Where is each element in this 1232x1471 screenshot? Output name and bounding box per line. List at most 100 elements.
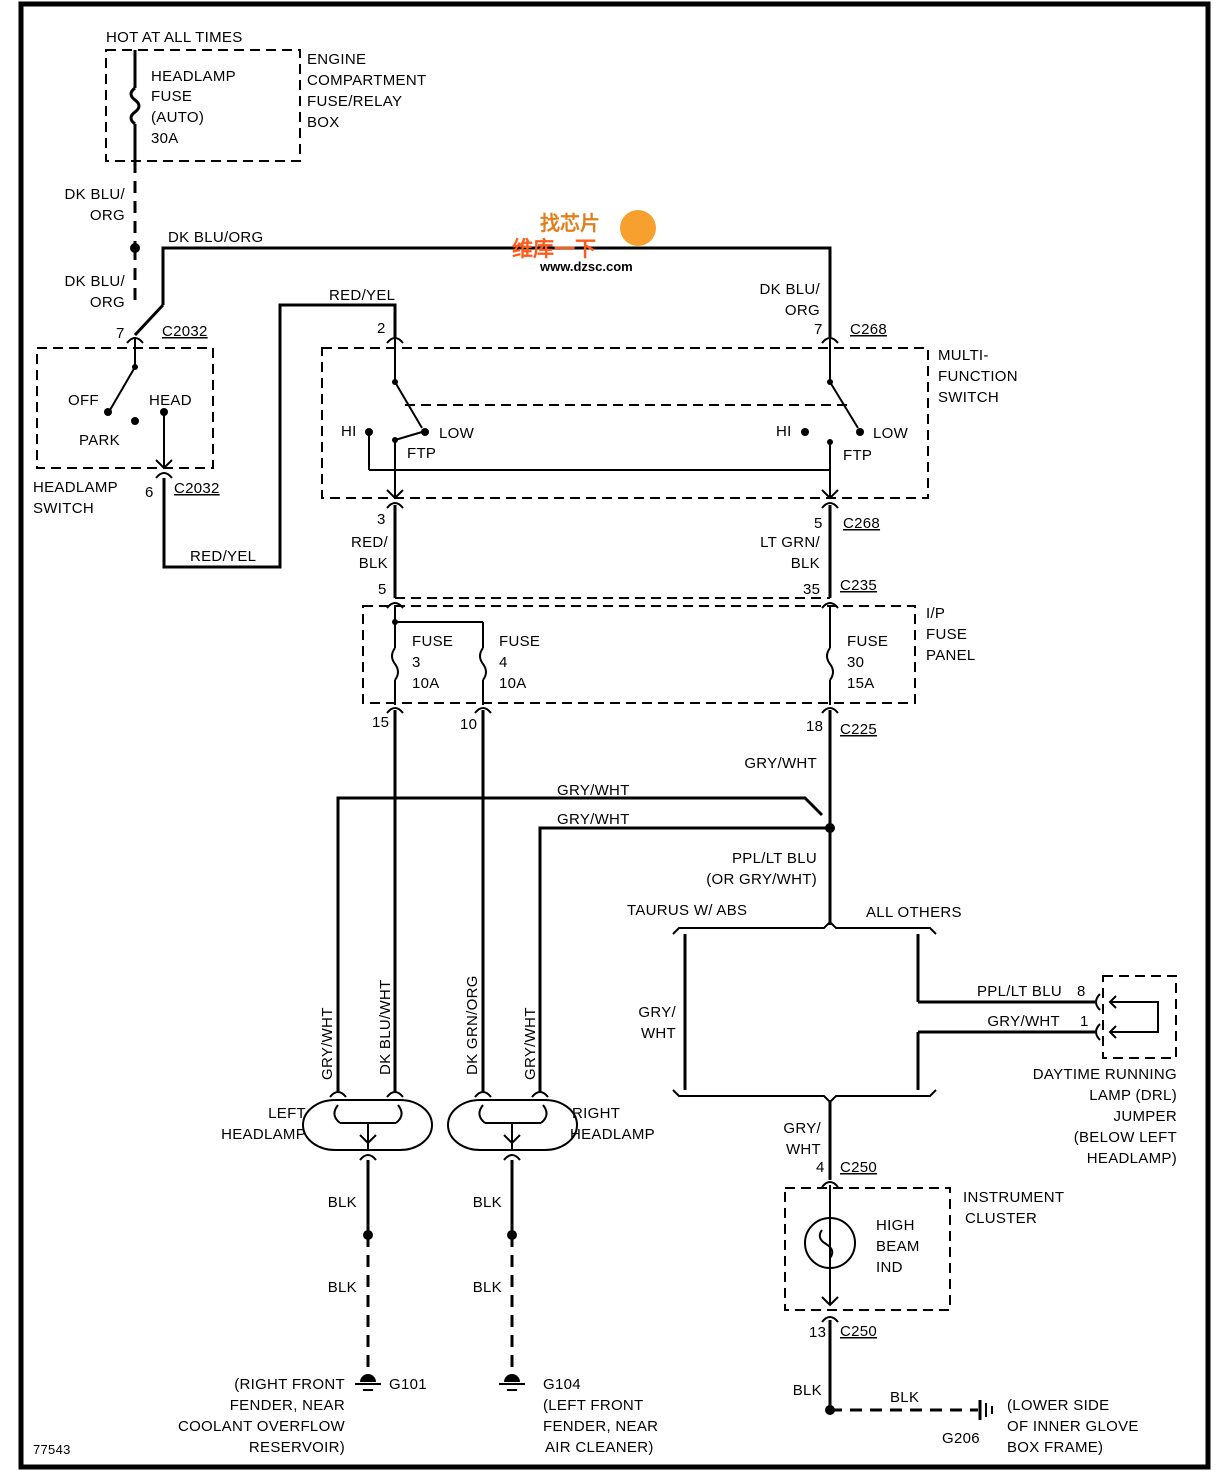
wire-segment bbox=[386, 602, 404, 609]
diagram-label: BOX FRAME) bbox=[1007, 1439, 1103, 1456]
wire-label: BLK bbox=[473, 1194, 502, 1211]
wire-label: LT GRN/ bbox=[760, 534, 820, 551]
drl-jumper bbox=[1095, 975, 1177, 1059]
component-label: PANEL bbox=[926, 647, 976, 664]
wire-segment bbox=[474, 707, 492, 714]
wire-segment bbox=[503, 1134, 521, 1161]
wire-label: DK BLU/ bbox=[65, 186, 126, 203]
outer-border bbox=[18, 1, 1211, 1470]
box-label: FUSE/RELAY bbox=[307, 93, 402, 110]
wire-label: BLK bbox=[473, 1279, 502, 1296]
component-label: SWITCH bbox=[938, 389, 999, 406]
diagram-label: 10A bbox=[499, 675, 527, 692]
wire-segment bbox=[1108, 995, 1117, 1039]
wire-grywht-left bbox=[336, 796, 824, 1092]
wire-segment bbox=[1095, 1023, 1101, 1041]
wire-segment bbox=[36, 347, 214, 469]
fuse-30-icon bbox=[826, 647, 834, 681]
component-label: MULTI- bbox=[938, 347, 989, 364]
wire-segment bbox=[1110, 1001, 1159, 1033]
wire-segment bbox=[155, 472, 173, 479]
component-label: DAYTIME RUNNING bbox=[1033, 1066, 1177, 1083]
component-label: CLUSTER bbox=[965, 1210, 1037, 1227]
wire-segment bbox=[447, 1099, 578, 1151]
diagram-label: 4 bbox=[499, 654, 508, 671]
component-label: FUNCTION bbox=[938, 368, 1018, 385]
engine-fuse-relay-box bbox=[105, 49, 301, 162]
box-label: COMPARTMENT bbox=[307, 72, 426, 89]
component-label: I/P bbox=[926, 605, 945, 622]
diagram-label: HI bbox=[776, 423, 792, 440]
diagram-label: 10A bbox=[412, 675, 440, 692]
wire-label: DK BLU/WHT bbox=[377, 979, 394, 1075]
wire-label: (OR GRY/WHT) bbox=[706, 871, 817, 888]
diagram-label: LOW bbox=[439, 425, 475, 442]
wire-segment bbox=[474, 1091, 549, 1098]
wire-segment bbox=[340, 1122, 396, 1150]
wire-label: BLK bbox=[793, 1382, 822, 1399]
wire-label: BLK bbox=[890, 1389, 919, 1406]
ground-g206-icon bbox=[978, 1400, 993, 1420]
fuse-label: (AUTO) bbox=[151, 109, 204, 126]
component-label: (BELOW LEFT bbox=[1074, 1129, 1177, 1146]
wire-segment bbox=[672, 1089, 937, 1104]
hot-label: HOT AT ALL TIMES bbox=[106, 29, 243, 46]
diagram-label: FENDER, NEAR bbox=[230, 1397, 345, 1414]
mascot-icon bbox=[620, 210, 656, 246]
ip-fuse-panel bbox=[362, 597, 916, 714]
diagram-label: FTP bbox=[843, 447, 872, 464]
wire-label: DK GRN/ORG bbox=[464, 975, 481, 1075]
wire-segment bbox=[821, 602, 839, 609]
fuse-3-icon bbox=[391, 647, 399, 681]
ground-label: G206 bbox=[942, 1430, 980, 1447]
connector-label: C250 bbox=[840, 1323, 877, 1340]
diagram-label: (LOWER SIDE bbox=[1007, 1397, 1109, 1414]
headlamp-switch[interactable] bbox=[36, 337, 214, 479]
wire-grywht-right bbox=[538, 826, 830, 1092]
wire-redyel bbox=[162, 303, 397, 569]
wire-segment bbox=[362, 605, 916, 704]
watermark-url: www.dzsc.com bbox=[540, 259, 633, 274]
diagram-label: 30 bbox=[847, 654, 864, 671]
wire-label: ORG bbox=[90, 294, 125, 311]
component-label: INSTRUMENT bbox=[963, 1189, 1064, 1206]
wire-segment bbox=[421, 428, 429, 436]
wire-segment bbox=[784, 1187, 951, 1311]
option-label: TAURUS W/ ABS bbox=[627, 902, 747, 919]
connector-label: C235 bbox=[840, 577, 877, 594]
wire-label: PPL/LT BLU bbox=[732, 850, 817, 867]
diagram-label: COOLANT OVERFLOW bbox=[178, 1418, 346, 1435]
diagram-label: IND bbox=[876, 1259, 903, 1276]
wire-segment bbox=[360, 1374, 376, 1382]
wire-segment bbox=[821, 707, 839, 714]
ground-g101-icon bbox=[355, 1374, 381, 1391]
component-label: HEADLAMP bbox=[33, 479, 118, 496]
wire-segment bbox=[321, 347, 929, 499]
wire-segment bbox=[386, 502, 404, 509]
pin-label: 3 bbox=[377, 511, 386, 528]
wire-segment bbox=[105, 49, 301, 162]
multi-function-switch[interactable] bbox=[321, 337, 929, 509]
pin-label: 18 bbox=[806, 718, 823, 735]
right-headlamp bbox=[447, 1091, 578, 1161]
wire-segment bbox=[109, 366, 136, 411]
diagram-label: HIGH bbox=[876, 1217, 915, 1234]
wire-dkbluorg bbox=[161, 246, 832, 338]
wire-label: GRY/WHT bbox=[319, 1007, 336, 1080]
pin-label: 8 bbox=[1077, 983, 1086, 1000]
wire-label: BLK bbox=[791, 555, 820, 572]
wire-label: GRY/WHT bbox=[744, 755, 817, 772]
wire-segment bbox=[801, 428, 809, 436]
wire-label: RED/ bbox=[351, 534, 389, 551]
connector-label: C268 bbox=[850, 321, 887, 338]
fuse-label: FUSE bbox=[151, 88, 192, 105]
wire-label: BLK bbox=[328, 1194, 357, 1211]
fuse-label: HEADLAMP bbox=[151, 68, 236, 85]
ground-label: G101 bbox=[389, 1376, 427, 1393]
wire-label: DK BLU/ bbox=[760, 281, 821, 298]
wire-label: RED/YEL bbox=[190, 548, 256, 565]
box-label: BOX bbox=[307, 114, 340, 131]
watermark-text: 维库一下 bbox=[512, 237, 596, 261]
pin-label: 6 bbox=[145, 484, 154, 501]
